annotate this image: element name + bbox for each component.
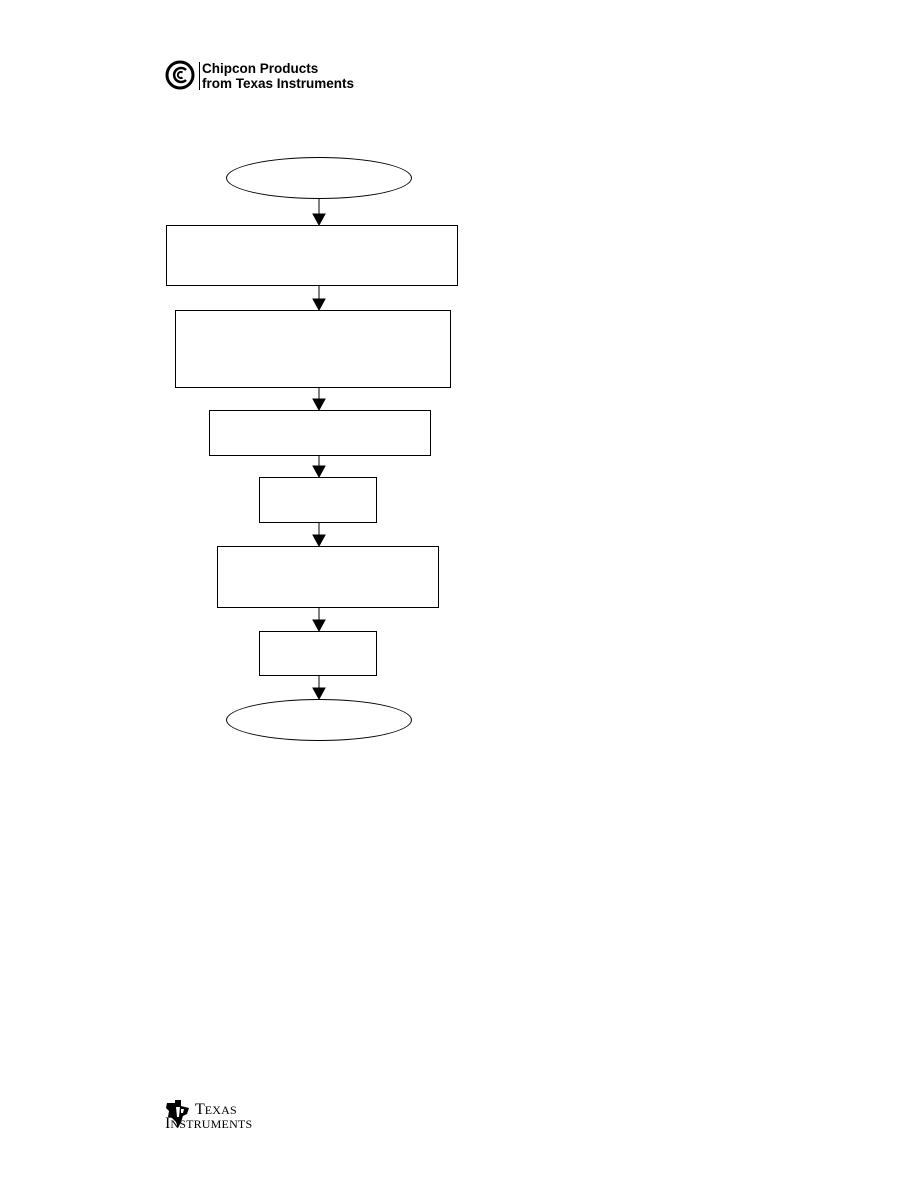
ti-line1-first: T: [195, 1101, 205, 1118]
brand-line-1: Chipcon Products: [202, 61, 319, 76]
brand-text: Chipcon Products from Texas Instruments: [202, 61, 354, 91]
process-step-4: [259, 477, 377, 523]
arrowhead-1: [312, 213, 326, 227]
arrowhead-6: [312, 619, 326, 633]
texas-instruments-logo: TEXAS INSTRUMENTS: [165, 1100, 275, 1140]
ti-wordmark: TEXAS INSTRUMENTS: [165, 1101, 252, 1132]
process-step-5: [217, 546, 439, 608]
arrowhead-3: [312, 398, 326, 412]
arrowhead-5: [312, 534, 326, 548]
process-step-2: [175, 310, 451, 388]
chipcon-c-icon: [165, 60, 195, 90]
arrowhead-7: [312, 687, 326, 701]
process-step-6: [259, 631, 377, 676]
brand-line-2: from Texas Instruments: [202, 76, 355, 91]
end-terminal: [226, 699, 412, 741]
chipcon-logo: Chipcon Products from Texas Instruments: [165, 60, 375, 94]
start-terminal: [226, 157, 412, 199]
arrowhead-2: [312, 298, 326, 312]
arrowhead-4: [312, 465, 326, 479]
ti-line2-rest: NSTRUMENTS: [170, 1117, 253, 1131]
ti-line2-first: I: [165, 1115, 171, 1132]
ti-line2: INSTRUMENTS: [165, 1116, 252, 1132]
process-step-1: [166, 225, 458, 286]
logo-divider: [199, 62, 200, 90]
process-step-3: [209, 410, 431, 456]
ti-line1-rest: EXAS: [204, 1103, 237, 1117]
texas-state-icon: [166, 1100, 189, 1128]
